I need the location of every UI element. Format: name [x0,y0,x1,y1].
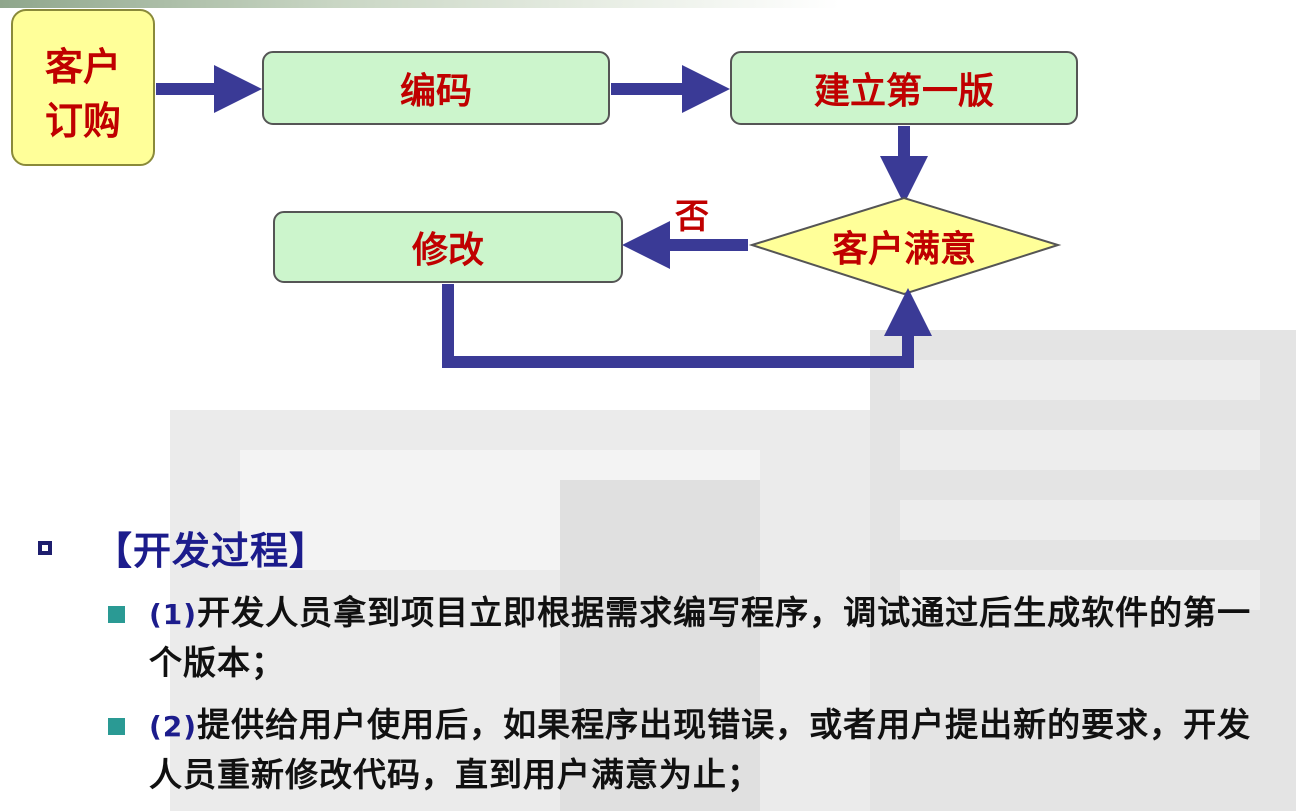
section-heading-text: 【开发过程】 [94,529,329,573]
square-bullet-icon [108,606,125,623]
node-coding: 编码 [262,51,610,125]
node-modify: 修改 [273,211,623,283]
list-item-body: 开发人员拿到项目立即根据需求编写程序，调试通过后生成软件的第一个版本； [149,593,1252,682]
node-modify-label: 修改 [412,230,484,271]
list-item-number: (2) [149,710,198,743]
node-customer-order-line2: 订购 [45,99,121,143]
node-build-first-version-label: 建立第一版 [814,71,994,112]
list-item-text: (2)提供给用户使用后，如果程序出现错误，或者用户提出新的要求，开发人员重新修改… [149,701,1278,799]
edge-label-no: 否 [675,197,709,237]
list-item-body: 提供给用户使用后，如果程序出现错误，或者用户提出新的要求，开发人员重新修改代码，… [149,705,1252,794]
arrow-modify-to-satisfied [442,284,932,368]
list-item: (2)提供给用户使用后，如果程序出现错误，或者用户提出新的要求，开发人员重新修改… [108,701,1278,799]
hollow-square-bullet-icon [38,540,52,555]
flowchart: 客户 订购 编码 建立第一版 客户满意 否 修改 [11,9,1078,368]
square-bullet-icon [108,718,125,735]
node-customer-order: 客户 订购 [11,9,155,166]
node-customer-satisfied: 客户满意 [748,196,1062,296]
slide-top-banner [0,0,840,8]
list-item-text: (1)开发人员拿到项目立即根据需求编写程序，调试通过后生成软件的第一个版本； [149,589,1278,687]
node-coding-label: 编码 [400,71,472,112]
node-customer-order-line1: 客户 [45,45,121,89]
section-heading: 【开发过程】 [38,520,328,575]
list-item-number: (1) [149,598,198,631]
node-build-first-version: 建立第一版 [730,51,1078,125]
list-item: (1)开发人员拿到项目立即根据需求编写程序，调试通过后生成软件的第一个版本； [108,589,1278,687]
node-customer-satisfied-label: 客户满意 [832,229,976,270]
